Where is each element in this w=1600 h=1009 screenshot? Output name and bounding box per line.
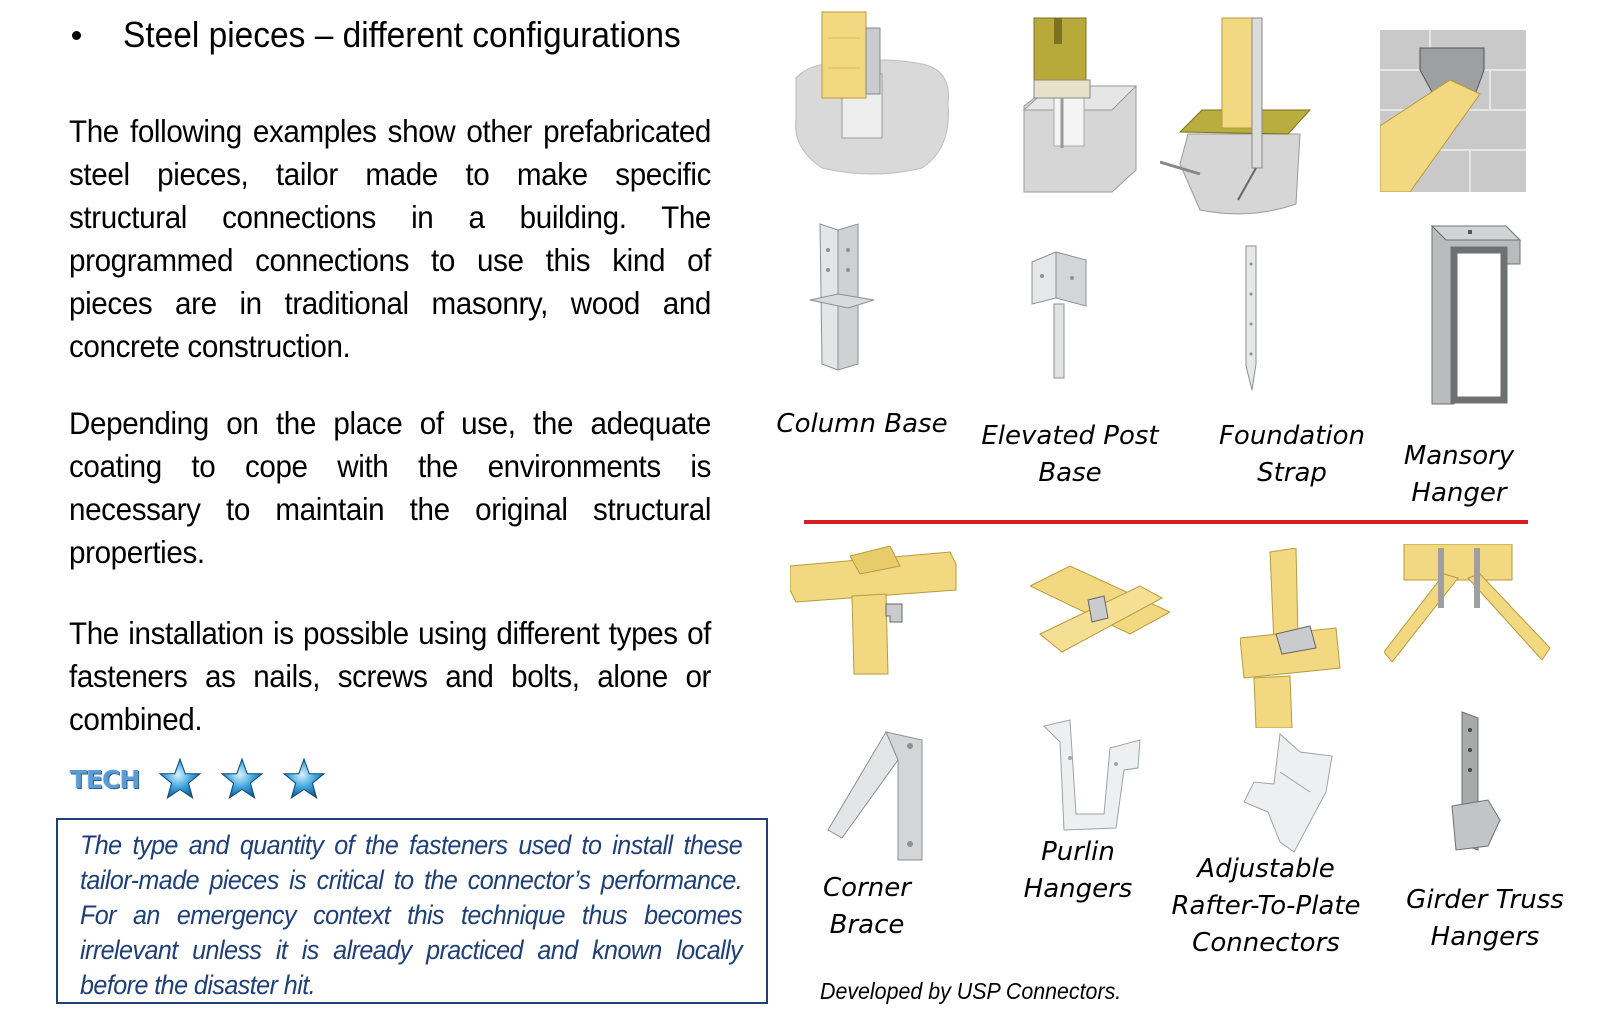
paragraph-coating: Depending on the place of use, the adequ… (69, 405, 712, 570)
bullet-marker (72, 30, 81, 40)
note-text: The type and quantity of the fasteners u… (80, 830, 743, 1000)
heading-text: Steel pieces – different configurations (123, 14, 681, 55)
source-credit: Developed by USP Connectors. (820, 978, 1122, 1004)
caption-mansory-hanger: Mansory Hanger (1403, 441, 1515, 508)
star-icon (283, 758, 326, 800)
column-base-scene-illustration (795, 11, 949, 175)
caption-adjustable-rafter-connectors: Adjustable Rafter-To-Plate Connectors (1171, 854, 1361, 958)
column-base-part-illustration (809, 223, 875, 371)
adjustable-rafter-scene-illustration (1240, 548, 1341, 728)
caption-elevated-post-base: Elevated Post Base (981, 421, 1159, 488)
paragraph-installation: The installation is possible using diffe… (69, 615, 712, 737)
girder-truss-part-illustration (1451, 711, 1501, 851)
slide-heading: Steel pieces – different configurations (72, 14, 723, 56)
purlin-hangers-part-illustration (1043, 719, 1141, 831)
purlin-hangers-scene-illustration (1030, 565, 1170, 653)
corner-brace-part-illustration (827, 730, 923, 861)
section-divider (804, 520, 1528, 524)
note-box: The type and quantity of the fasteners u… (56, 818, 768, 1004)
tech-label: TECH (70, 764, 140, 794)
corner-brace-scene-illustration (790, 546, 957, 675)
star-icon (221, 758, 264, 800)
girder-truss-scene-illustration (1384, 544, 1550, 663)
caption-corner-brace: Corner Brace (823, 873, 911, 940)
tech-rating: TECH (70, 758, 345, 800)
paragraph-intro: The following examples show other prefab… (69, 113, 712, 364)
caption-purlin-hangers: Purlin Hangers (1023, 837, 1133, 904)
elevated-post-base-scene-illustration (1022, 17, 1138, 193)
star-icon (159, 758, 202, 800)
adjustable-rafter-part-illustration (1243, 732, 1333, 853)
foundation-strap-part-illustration (1245, 245, 1257, 391)
mansory-hanger-scene-illustration (1380, 30, 1526, 192)
foundation-strap-scene-illustration (1160, 17, 1312, 215)
caption-girder-truss-hangers: Girder Truss Hangers (1406, 885, 1564, 952)
mansory-hanger-part-illustration (1430, 224, 1522, 405)
elevated-post-base-part-illustration (1031, 251, 1087, 379)
caption-column-base: Column Base (776, 409, 948, 439)
caption-foundation-strap: Foundation Strap (1218, 421, 1366, 488)
